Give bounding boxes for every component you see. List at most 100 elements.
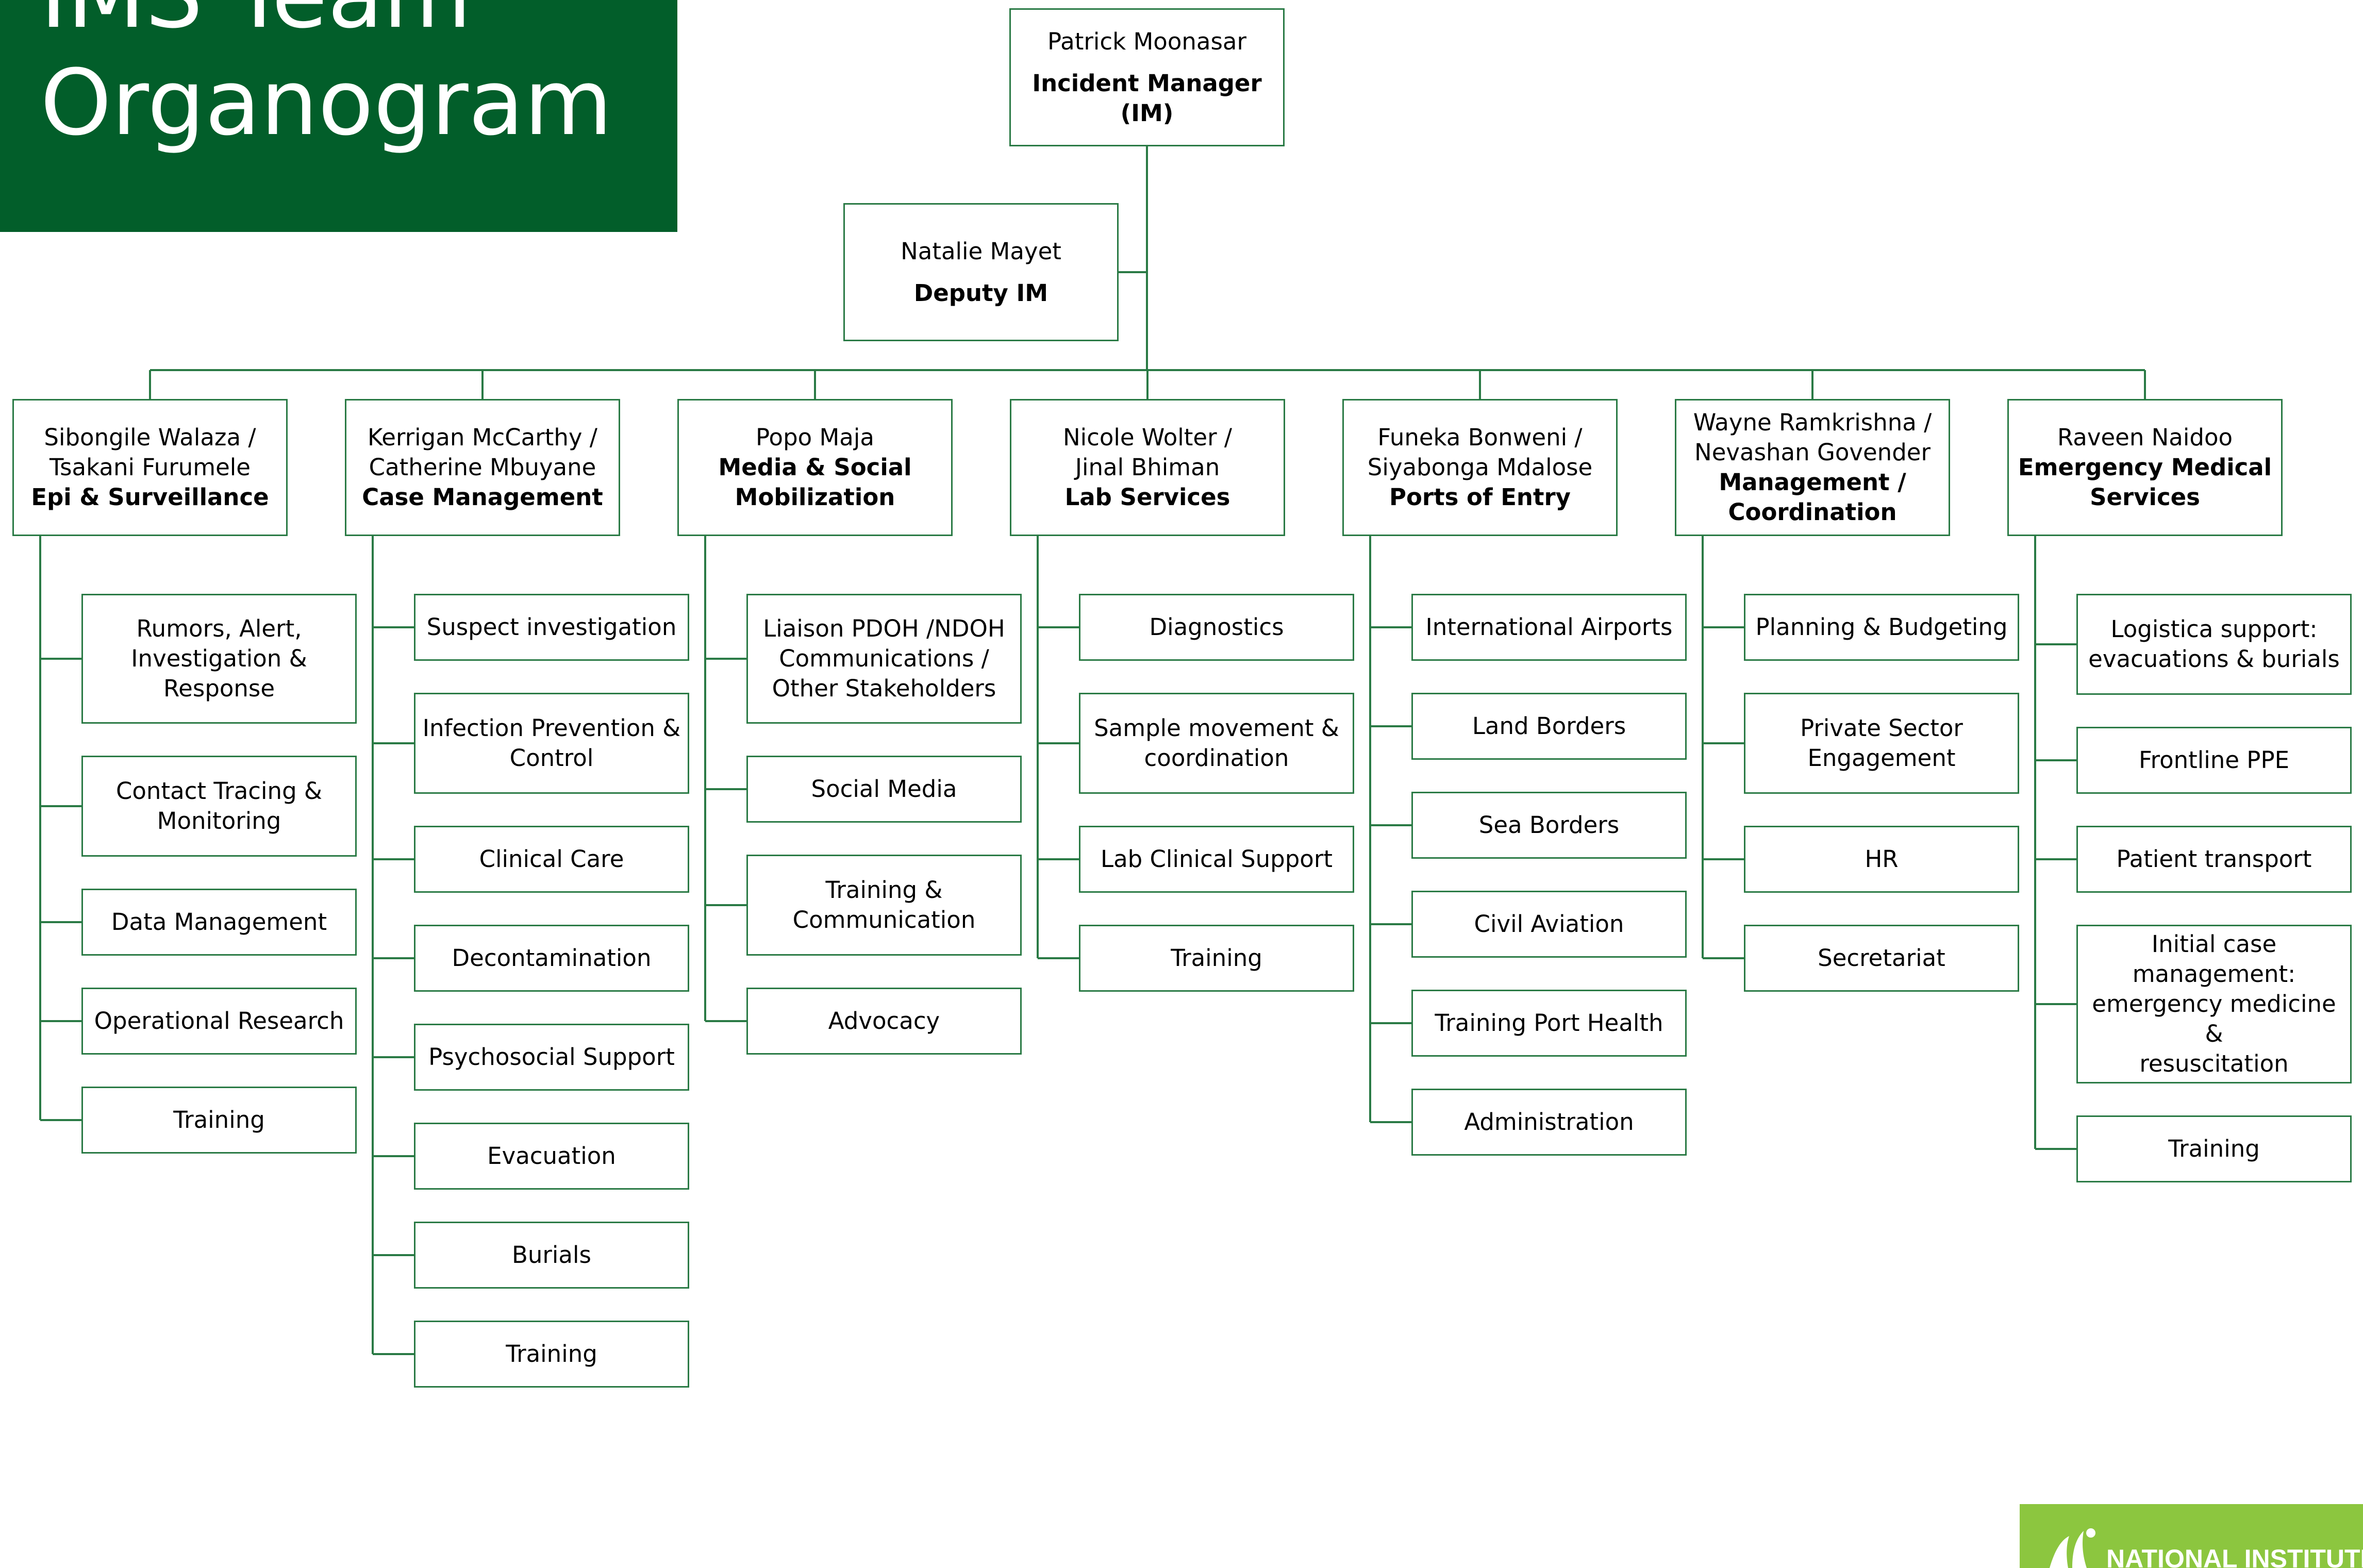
department-lead-name: Popo Maja [756, 424, 874, 451]
sub-function-box: Psychosocial Support [414, 1024, 689, 1091]
sub-function-box: Contact Tracing & Monitoring [81, 756, 357, 857]
sub-function-label: Logistica support: evacuations & burials [2088, 615, 2340, 673]
sub-function-label: Data Management [111, 908, 327, 936]
sub-function-label: Decontamination [452, 944, 652, 972]
department-lead-name: Funeka Bonweni / Siyabonga Mdalose [1367, 424, 1593, 481]
sub-function-label: Land Borders [1472, 712, 1626, 740]
sub-function-label: Liaison PDOH /NDOH Communications / Othe… [763, 615, 1005, 702]
sub-function-box: Sample movement & coordination [1079, 693, 1354, 794]
department-role: Media & Social Mobilization [718, 454, 912, 511]
sub-function-box: Evacuation [414, 1123, 689, 1190]
sub-function-box: Lab Clinical Support [1079, 826, 1354, 893]
deputy-role: Deputy IM [913, 279, 1049, 307]
department-lead-name: Sibongile Walaza / Tsakani Furumele [44, 424, 256, 481]
sub-function-label: Contact Tracing & Monitoring [115, 777, 323, 835]
sub-function-label: Psychosocial Support [428, 1043, 675, 1071]
department-role: Management / Coordination [1719, 469, 1906, 526]
sub-function-box: Suspect investigation [414, 594, 689, 661]
title-banner: IMS Team Organogram [0, 0, 677, 232]
sub-function-label: Operational Research [94, 1007, 344, 1035]
department-lead-name: Kerrigan McCarthy / Catherine Mbuyane [368, 424, 597, 481]
sub-function-label: Administration [1464, 1108, 1634, 1136]
sub-function-label: Social Media [811, 775, 957, 803]
sub-function-label: Evacuation [487, 1142, 616, 1170]
page-title: IMS Team Organogram [40, 0, 612, 156]
sub-function-label: Suspect investigation [426, 613, 677, 641]
incident-manager-role: Incident Manager (IM) [1032, 69, 1262, 127]
sub-function-box: Training [1079, 925, 1354, 992]
department-lead-name: Raveen Naidoo [2057, 424, 2233, 451]
incident-manager-name: Patrick Moonasar [1047, 27, 1246, 55]
sub-function-box: Logistica support: evacuations & burials [2076, 594, 2352, 695]
sub-function-label: International Airports [1425, 613, 1673, 641]
sub-function-box: Operational Research [81, 988, 357, 1055]
sub-function-label: Planning & Budgeting [1755, 613, 2008, 641]
institute-logo-text: NATIONAL INSTITUTE [2106, 1544, 2363, 1568]
sub-function-box: Patient transport [2076, 826, 2352, 893]
sub-function-box: Initial case management: emergency medic… [2076, 925, 2352, 1083]
sub-function-box: Training & Communication [746, 855, 1022, 956]
sub-function-label: Training [1171, 944, 1262, 972]
sub-function-box: Training Port Health [1411, 990, 1687, 1057]
sub-function-label: Training Port Health [1435, 1009, 1663, 1037]
sub-function-box: Administration [1411, 1089, 1687, 1156]
sub-function-label: Training [2168, 1135, 2260, 1162]
sub-function-label: Training [173, 1106, 265, 1133]
department-role: Ports of Entry [1389, 483, 1571, 511]
sub-function-box: Private Sector Engagement [1744, 693, 2019, 794]
sub-function-label: Lab Clinical Support [1101, 845, 1333, 873]
incident-manager-box: Patrick Moonasar Incident Manager (IM) [1009, 8, 1285, 146]
department-role: Epi & Surveillance [31, 483, 269, 511]
sub-function-box: HR [1744, 826, 2019, 893]
institute-logo: NATIONAL INSTITUTE [2020, 1504, 2363, 1568]
sub-function-box: Advocacy [746, 988, 1022, 1055]
sub-function-label: Clinical Care [479, 845, 624, 873]
sub-function-box: Clinical Care [414, 826, 689, 893]
sub-function-box: Data Management [81, 889, 357, 956]
sub-function-box: Civil Aviation [1411, 891, 1687, 958]
deputy-name: Natalie Mayet [901, 237, 1061, 265]
sub-function-label: HR [1865, 845, 1899, 873]
sub-function-label: Patient transport [2116, 845, 2312, 873]
sub-function-label: Sample movement & coordination [1094, 714, 1339, 772]
sub-function-label: Secretariat [1818, 944, 1945, 972]
sub-function-box: Sea Borders [1411, 792, 1687, 859]
sub-function-box: Rumors, Alert, Investigation & Response [81, 594, 357, 724]
sub-function-box: Training [81, 1087, 357, 1154]
sub-function-box: Training [414, 1321, 689, 1388]
department-lead-name: Wayne Ramkrishna / Nevashan Govender [1693, 409, 1932, 466]
sub-function-label: Frontline PPE [2138, 746, 2290, 774]
sub-function-box: Training [2076, 1115, 2352, 1182]
sub-function-box: Liaison PDOH /NDOH Communications / Othe… [746, 594, 1022, 724]
sub-function-label: Training & Communication [792, 876, 976, 933]
sub-function-box: Social Media [746, 756, 1022, 823]
sub-function-label: Rumors, Alert, Investigation & Response [131, 615, 307, 702]
sub-function-label: Training [506, 1340, 597, 1367]
sub-function-label: Burials [512, 1241, 591, 1269]
department-role: Lab Services [1064, 483, 1230, 511]
sub-function-label: Advocacy [828, 1007, 940, 1035]
institute-logo-mark [2050, 1528, 2095, 1568]
sub-function-box: Infection Prevention & Control [414, 693, 689, 794]
sub-function-box: Planning & Budgeting [1744, 594, 2019, 661]
sub-function-box: Diagnostics [1079, 594, 1354, 661]
sub-function-label: Civil Aviation [1474, 910, 1624, 938]
sub-function-box: Decontamination [414, 925, 689, 992]
department-role: Emergency Medical Services [2018, 454, 2272, 511]
sub-function-label: Diagnostics [1149, 613, 1284, 641]
deputy-box: Natalie Mayet Deputy IM [843, 203, 1119, 341]
sub-function-label: Sea Borders [1478, 811, 1620, 839]
sub-function-label: Initial case management: emergency medic… [2092, 930, 2336, 1077]
department-role: Case Management [362, 483, 603, 511]
sub-function-label: Private Sector Engagement [1800, 714, 1963, 772]
sub-function-box: Frontline PPE [2076, 727, 2352, 794]
sub-function-box: Burials [414, 1222, 689, 1289]
